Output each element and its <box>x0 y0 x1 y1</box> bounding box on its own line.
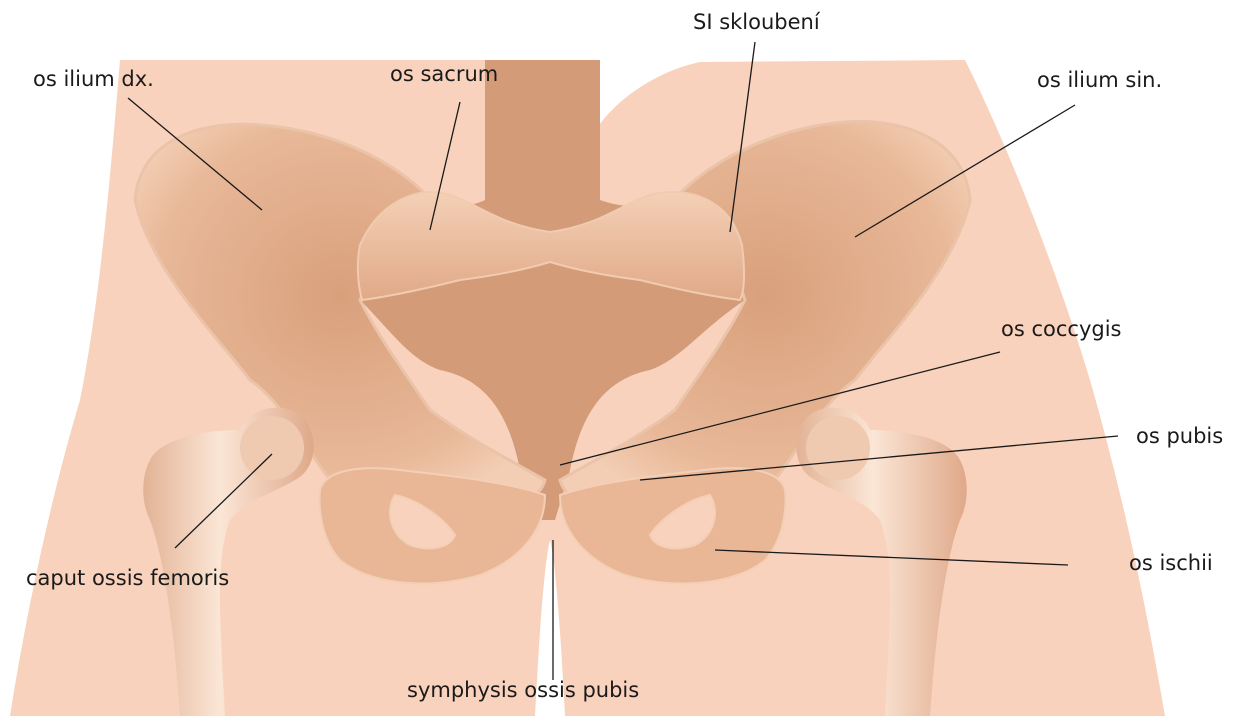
label-femoral-head: caput ossis femoris <box>26 566 229 590</box>
label-coccyx: os coccygis <box>1001 317 1121 341</box>
label-symphysis: symphysis ossis pubis <box>407 678 639 702</box>
label-ischium: os ischii <box>1129 551 1213 575</box>
label-sacrum: os sacrum <box>390 62 498 86</box>
label-si-joint: SI skloubení <box>693 10 821 34</box>
label-pubis: os pubis <box>1136 424 1223 448</box>
label-ilium-dx: os ilium dx. <box>33 67 154 91</box>
femoral-head-left <box>806 416 870 480</box>
label-ilium-sin: os ilium sin. <box>1037 68 1162 92</box>
femoral-head-right <box>240 416 304 480</box>
